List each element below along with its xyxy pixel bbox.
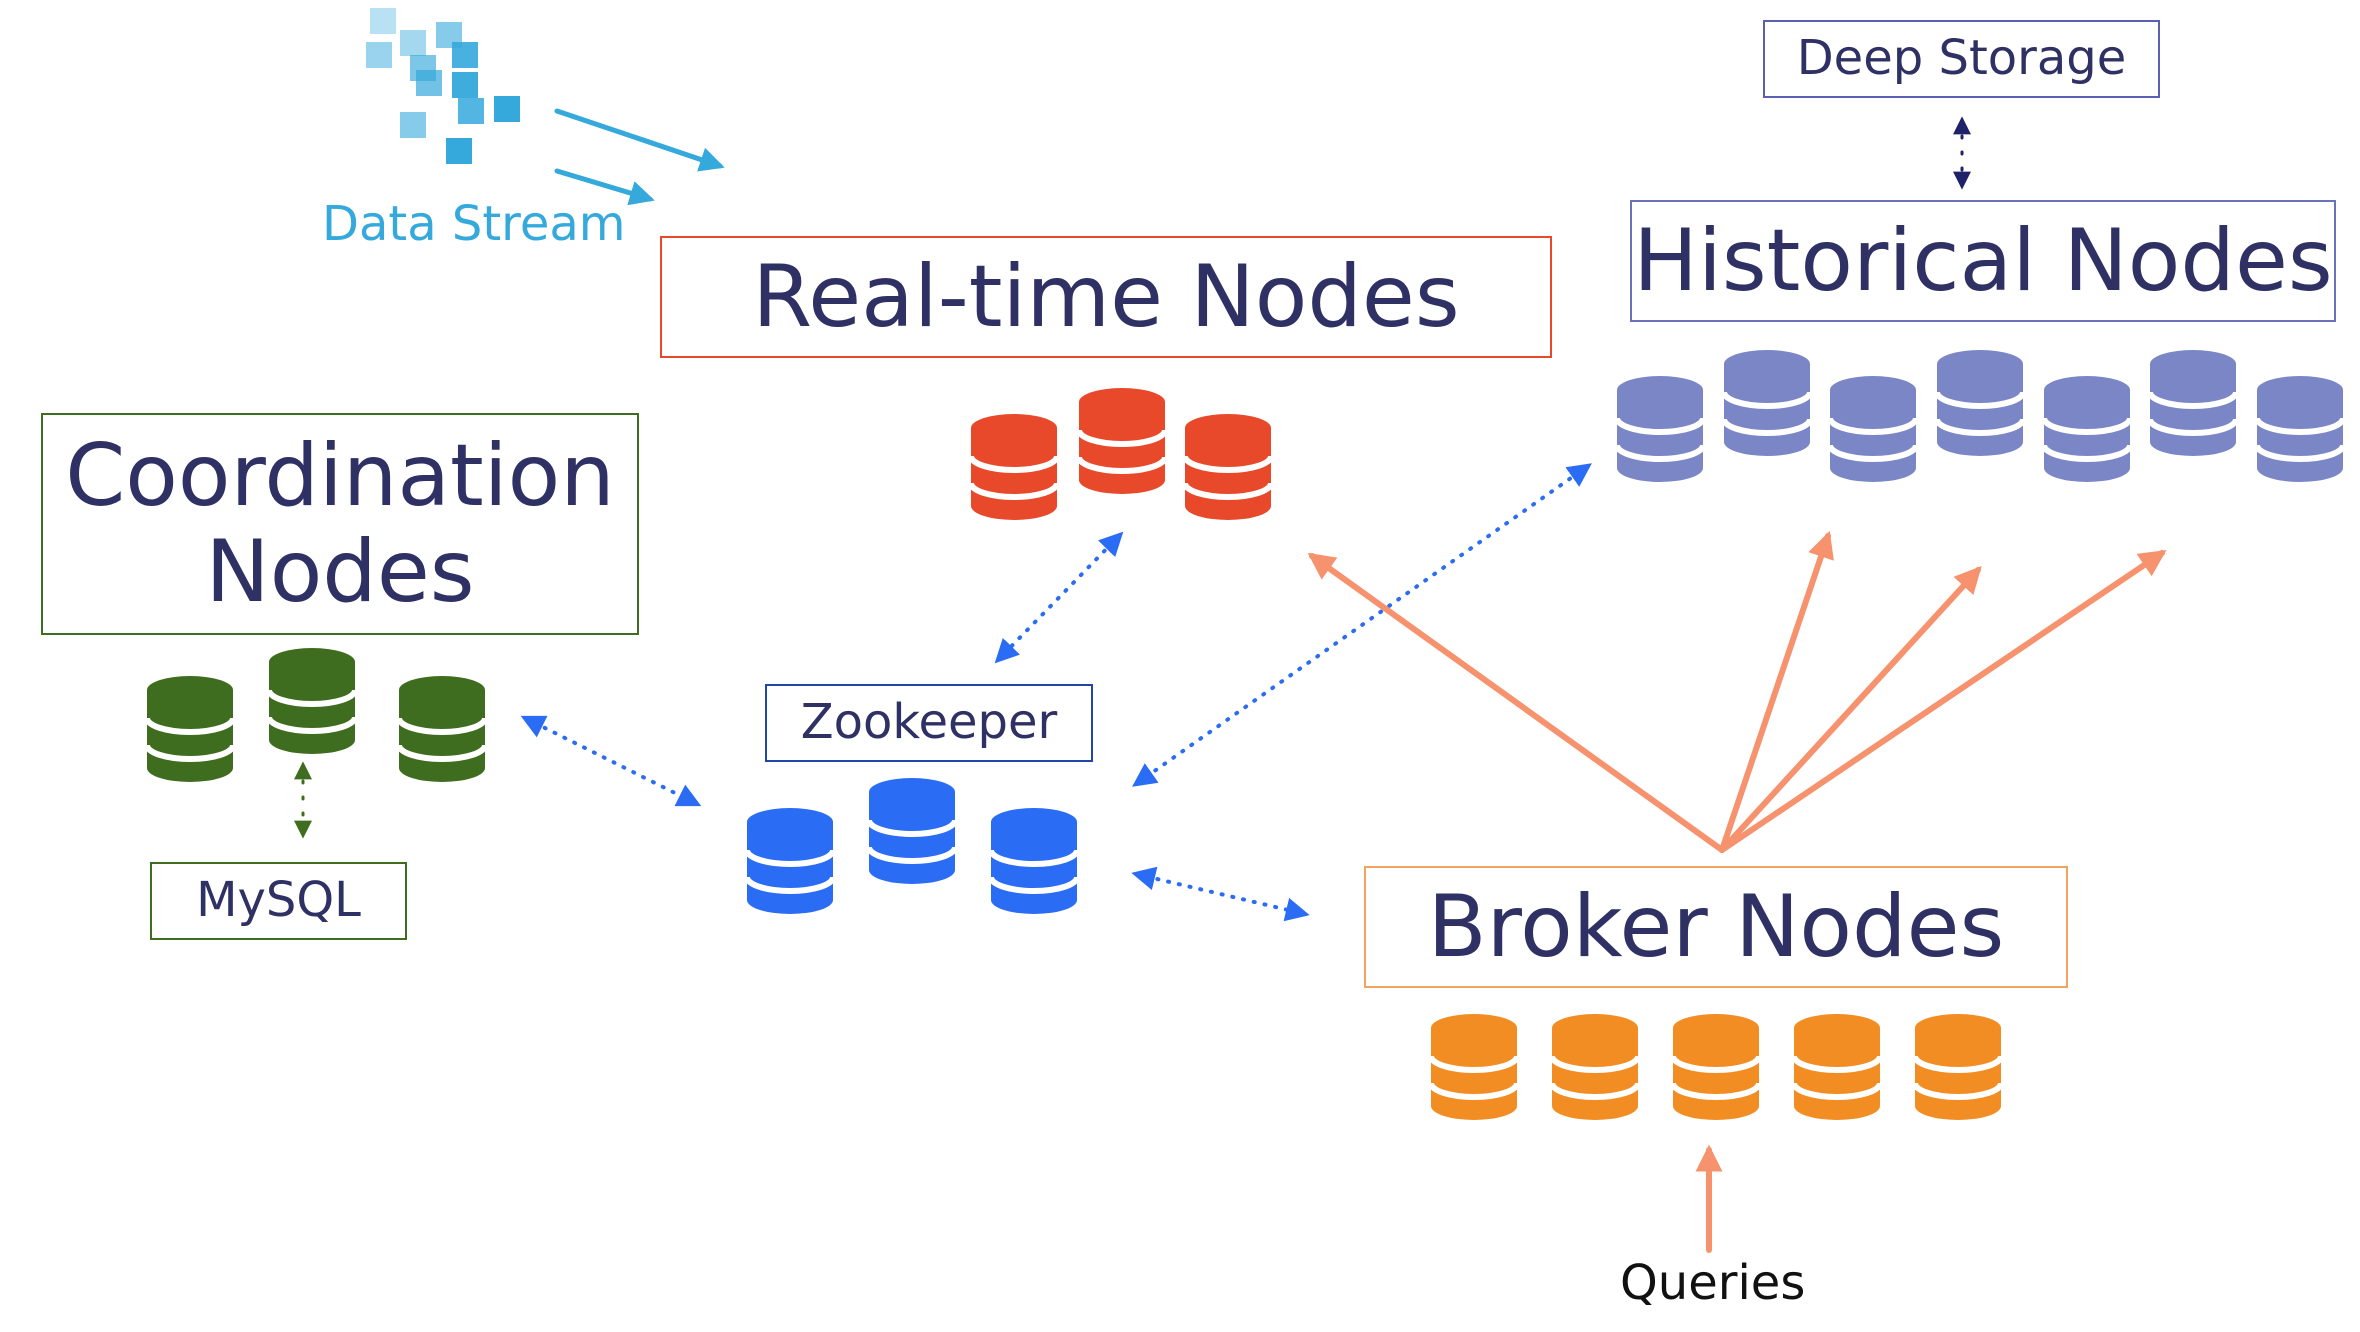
broker-database-icon-4 [1791,1014,1883,1120]
broker-historical-arrow-3 [1719,549,2167,853]
zookeeper-label: Zookeeper [800,694,1058,751]
realtime-database-icon-1 [968,414,1060,520]
realtime-zookeeper-arrow [994,531,1124,664]
coordination-zookeeper-arrow [520,715,702,807]
coordination-nodes-box: Coordination Nodes [41,413,639,635]
realtime-nodes-label: Real-time Nodes [752,246,1460,347]
historical-database-icon-2 [1721,350,1813,456]
data-stream-arrow-2 [554,168,655,206]
coordination-database-icon-3 [396,676,488,782]
historical-zookeeper-arrow [1132,463,1592,787]
deep-storage-box: Deep Storage [1763,20,2160,98]
broker-historical-arrow-1 [1719,530,1834,853]
broker-database-icon-2 [1549,1014,1641,1120]
broker-nodes-label: Broker Nodes [1427,876,2005,977]
broker-realtime-arrow [1307,552,1725,853]
historical-database-icon-5 [2041,376,2133,482]
coordination-nodes-label-line2: Nodes [205,522,475,622]
historical-database-icon-7 [2254,376,2346,482]
queries-label: Queries [1620,1255,1806,1311]
historical-nodes-label: Historical Nodes [1633,210,2333,311]
realtime-database-icon-3 [1182,414,1274,520]
coordination-database-icon-2 [266,648,358,754]
historical-database-icon-1 [1614,376,1706,482]
zookeeper-broker-arrow [1131,866,1310,922]
coordination-nodes-label-line1: Coordination [65,425,615,526]
broker-database-icon-3 [1670,1014,1762,1120]
data-stream-arrow-1 [554,108,725,172]
broker-database-icon-5 [1912,1014,2004,1120]
historical-nodes-box: Historical Nodes [1630,200,2336,322]
broker-nodes-box: Broker Nodes [1364,866,2068,988]
deep-storage-label: Deep Storage [1796,30,2127,87]
historical-database-icon-3 [1827,376,1919,482]
historical-database-icon-4 [1934,350,2026,456]
historical-database-icon-6 [2147,350,2239,456]
data-stream-squares-icon [366,8,520,164]
coordination-database-icon-1 [144,676,236,782]
zookeeper-database-icon-3 [988,808,1080,914]
mysql-box: MySQL [150,862,407,940]
broker-historical-arrow-2 [1719,566,1982,853]
broker-database-icon-1 [1428,1014,1520,1120]
zookeeper-box: Zookeeper [765,684,1093,762]
zookeeper-database-icon-2 [866,778,958,884]
realtime-database-icon-2 [1076,388,1168,494]
data-stream-label: Data Stream [322,196,626,252]
mysql-label: MySQL [196,872,361,929]
zookeeper-database-icon-1 [744,808,836,914]
realtime-nodes-box: Real-time Nodes [660,236,1552,358]
